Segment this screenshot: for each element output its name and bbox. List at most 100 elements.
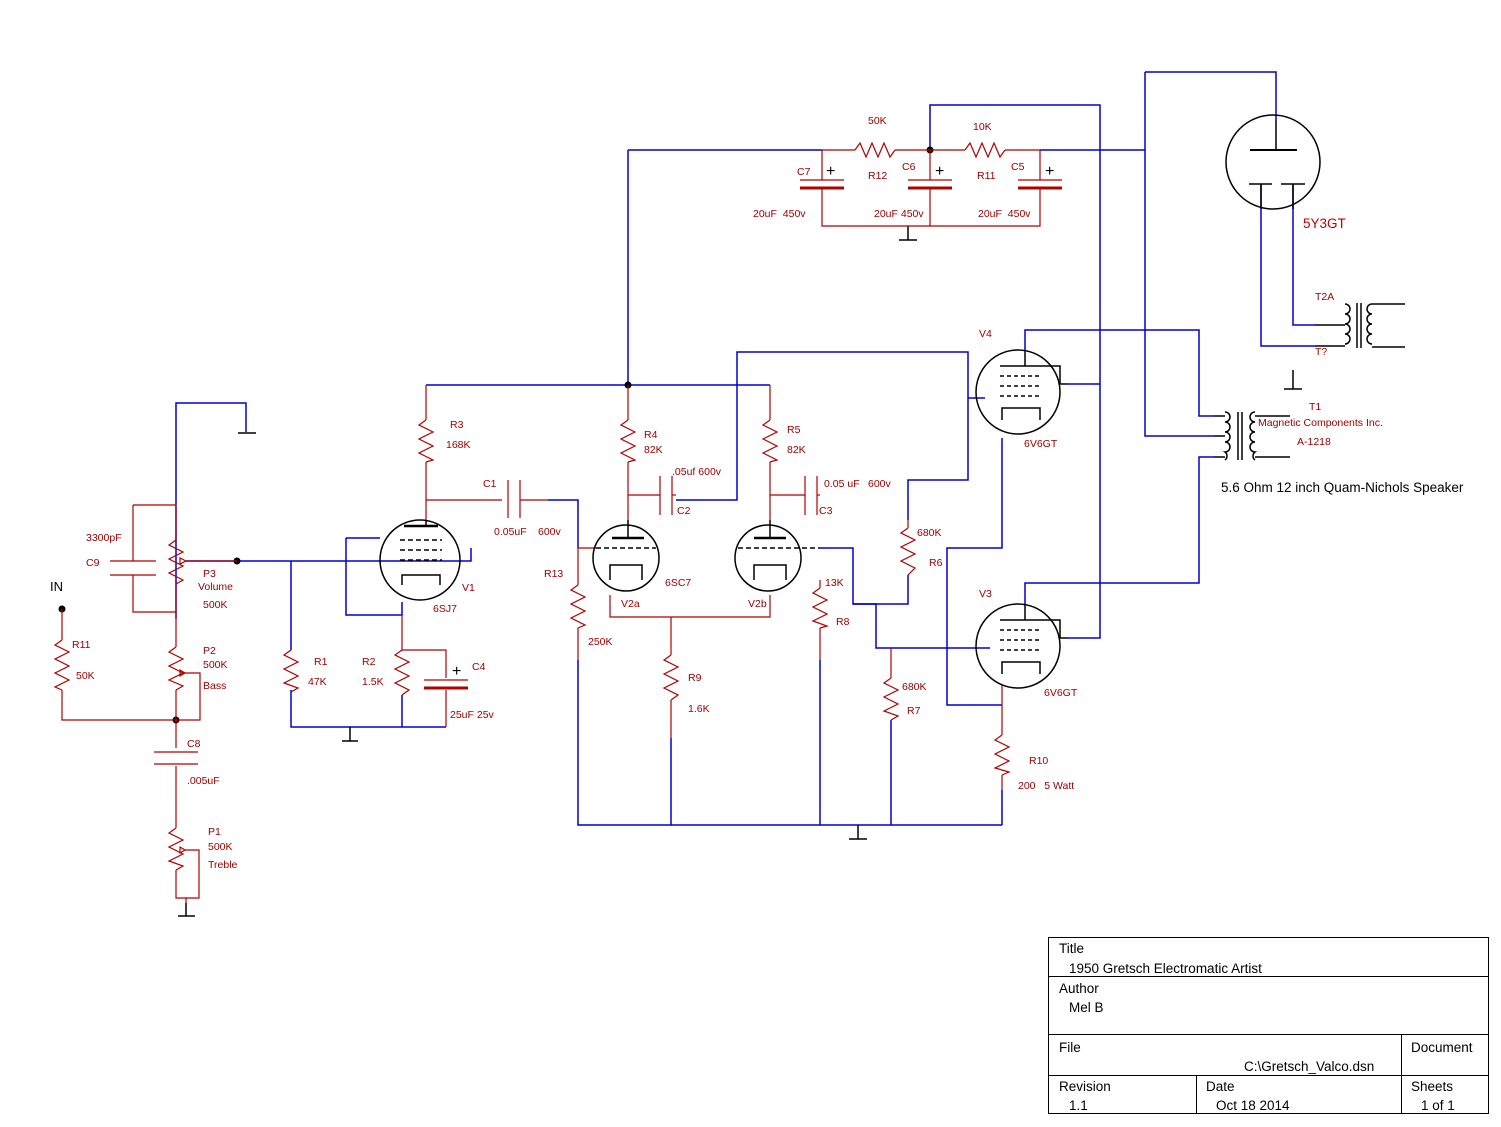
divider xyxy=(1049,1075,1488,1076)
wire-volume-top xyxy=(175,402,247,505)
r4-ref: R4 xyxy=(644,429,658,441)
p1-value: 500K xyxy=(208,841,233,853)
wire-ot-ct xyxy=(1145,71,1277,120)
pot-p1 xyxy=(167,827,185,871)
date-value: Oct 18 2014 xyxy=(1216,1098,1290,1113)
wire-v1-cathode-loop xyxy=(345,538,403,616)
v1-type: 6SJ7 xyxy=(433,603,457,615)
p2-ref: P2 xyxy=(203,645,216,657)
r7-value: 680K xyxy=(902,681,927,693)
p2-name: Bass xyxy=(203,680,226,692)
tube-v1 xyxy=(379,519,461,601)
resistor-r3 xyxy=(417,419,435,463)
r5-value: 82K xyxy=(787,444,806,456)
r13-ref: R13 xyxy=(544,568,563,580)
wire-r1-ground xyxy=(290,690,446,728)
wire-v2b-to-v3 xyxy=(853,603,990,649)
resistor-r5 xyxy=(761,419,779,463)
r13-value: 250K xyxy=(588,636,613,648)
resistor-r6 xyxy=(899,527,917,576)
tube-rectifier xyxy=(1225,114,1321,210)
c2-ref: C2 xyxy=(677,505,691,517)
resistor-r12 xyxy=(854,141,896,159)
transformer-t1 xyxy=(1214,411,1290,461)
c8-value: .005uF xyxy=(187,775,220,787)
r6-ref: R6 xyxy=(929,557,943,569)
c3-voltage: 600v xyxy=(868,478,892,490)
c4-ref: C4 xyxy=(472,661,486,673)
c1-voltage: 600v xyxy=(538,526,562,538)
t1-ref: T1 xyxy=(1309,401,1321,413)
v4-ref: V4 xyxy=(979,328,992,340)
resistor-r4 xyxy=(619,419,637,463)
p1-name: Treble xyxy=(208,859,238,871)
r11-input-ref: R11 xyxy=(72,639,91,651)
svg-text:+: + xyxy=(452,663,461,680)
wire-rect-right xyxy=(1292,185,1315,326)
r5-ref: R5 xyxy=(787,424,801,436)
r7-ref: R7 xyxy=(907,705,921,717)
resistor-r10 xyxy=(993,734,1011,776)
revision-value: 1.1 xyxy=(1069,1098,1088,1113)
pot-p2 xyxy=(167,646,185,691)
resistor-r1 xyxy=(282,649,300,693)
transformer-t2a xyxy=(1315,303,1405,348)
r12-value: 50K xyxy=(868,115,887,127)
rectifier-type: 5Y3GT xyxy=(1303,216,1346,231)
wire-ot-primary xyxy=(1144,72,1214,437)
wire-c2-out xyxy=(676,351,969,520)
c5-value: 20uF 450v xyxy=(978,208,1031,220)
v3-ref: V3 xyxy=(979,588,992,600)
sheets-label: Sheets xyxy=(1411,1079,1454,1094)
wire-v2b-out xyxy=(820,547,909,605)
wire-wiper-to-v1 xyxy=(186,548,472,562)
resistor-r11-input xyxy=(53,639,71,691)
resistor-symbols xyxy=(53,141,1011,776)
wire-v3-top xyxy=(1024,456,1214,604)
title-label: Title xyxy=(1059,941,1085,956)
c3-value: 0.05 uF xyxy=(824,478,860,490)
pot-symbols xyxy=(167,505,188,871)
file-label: File xyxy=(1059,1040,1081,1055)
r10-ref: R10 xyxy=(1029,755,1048,767)
file-value: C:\Gretsch_Valco.dsn xyxy=(1244,1059,1375,1074)
r3-ref: R3 xyxy=(450,419,464,431)
c8-ref: C8 xyxy=(187,738,201,750)
tube-v2a xyxy=(592,520,660,592)
wire-ground-bus xyxy=(577,660,1002,826)
c7-ref: C7 xyxy=(797,166,811,178)
speaker-label: 5.6 Ohm 12 inch Quam-Nichols Speaker xyxy=(1221,480,1464,495)
c4-value: 25uF 25v xyxy=(450,709,495,721)
c1-value: 0.05uF xyxy=(494,526,527,538)
divider xyxy=(1196,1075,1197,1113)
svg-text:+: + xyxy=(826,163,835,180)
c1-ref: C1 xyxy=(483,478,497,490)
capacitor-symbols: + + + + xyxy=(110,163,1062,765)
r11-input-value: 50K xyxy=(76,670,95,682)
wire-v3-plate xyxy=(929,104,1101,639)
schematic-title: 1950 Gretsch Electromatic Artist xyxy=(1069,961,1262,976)
wiring xyxy=(175,71,1315,826)
component-wiring xyxy=(61,149,1041,903)
wire-c1-out xyxy=(548,499,579,548)
p3-name: Volume xyxy=(198,581,233,593)
divider xyxy=(1401,1034,1402,1113)
r12-ref: R12 xyxy=(868,170,887,182)
r2-value: 1.5K xyxy=(362,676,384,688)
grounds xyxy=(178,226,1302,917)
r1-ref: R1 xyxy=(314,656,328,668)
c6-ref: C6 xyxy=(902,161,916,173)
r8-value: 13K xyxy=(825,577,844,589)
date-label: Date xyxy=(1206,1079,1235,1094)
p3-ref: P3 xyxy=(203,568,216,580)
svg-text:+: + xyxy=(935,163,944,180)
v2-type: 6SC7 xyxy=(665,577,691,589)
svg-text:+: + xyxy=(1045,163,1054,180)
labels: IN R11 50K 3300pF C9 P3 Volume 500K P2 5… xyxy=(50,115,1464,871)
author-value: Mel B xyxy=(1069,1000,1104,1015)
tube-v4 xyxy=(975,349,1068,435)
r2-ref: R2 xyxy=(362,656,376,668)
r4-value: 82K xyxy=(644,444,663,456)
v3-type: 6V6GT xyxy=(1044,687,1078,699)
